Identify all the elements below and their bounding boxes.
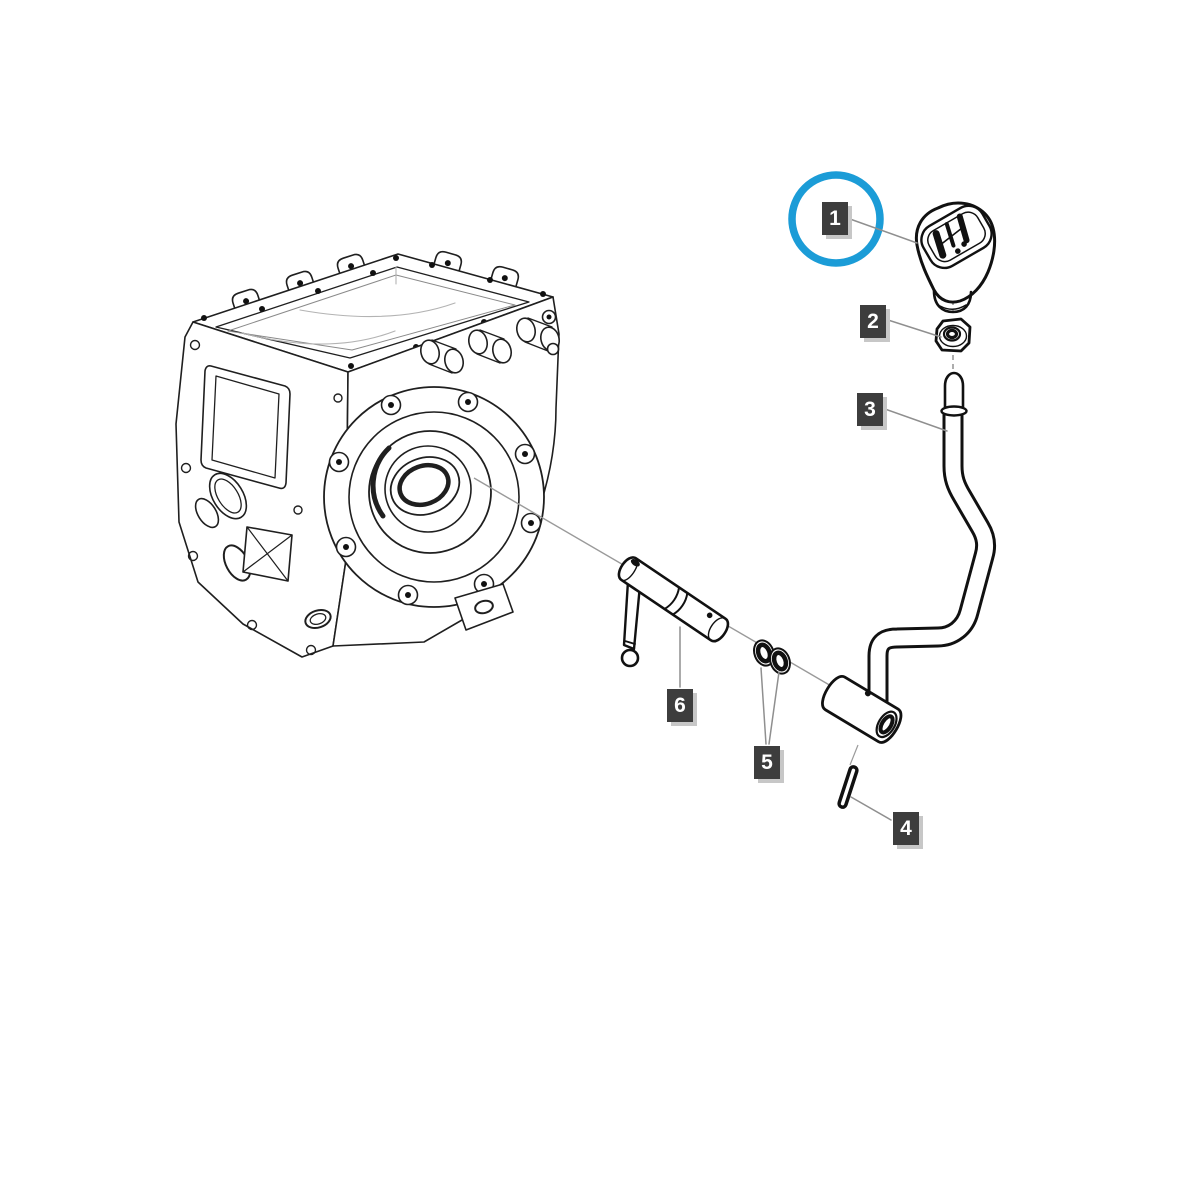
callout-badge-6[interactable]: 6 [667,689,693,722]
callout-leader-lines [679,218,948,821]
pin-drawing [837,765,859,809]
nut-drawing [934,317,972,353]
socket-pin-axis-line [849,744,859,766]
callout-badge-1[interactable]: 1 [822,202,848,235]
highlight-ring [788,171,884,267]
transmission-housing-drawing [175,250,561,658]
housing-left-face [175,321,349,658]
callout-badge-4[interactable]: 4 [893,812,919,845]
callout-badge-2[interactable]: 2 [860,305,886,338]
housing-window-opening [200,365,291,490]
housing-bell-flange [323,386,545,608]
lever-socket-drawing [821,675,903,744]
callout-badge-3[interactable]: 3 [857,393,883,426]
callout-badge-5[interactable]: 5 [754,746,780,779]
shift-lever-drawing [867,371,997,702]
housing-top-rim-inner [215,266,530,359]
gear-shift-knob-drawing [914,201,997,314]
o-rings-drawing [753,639,791,675]
shift-arm-shaft-drawing [617,556,730,668]
